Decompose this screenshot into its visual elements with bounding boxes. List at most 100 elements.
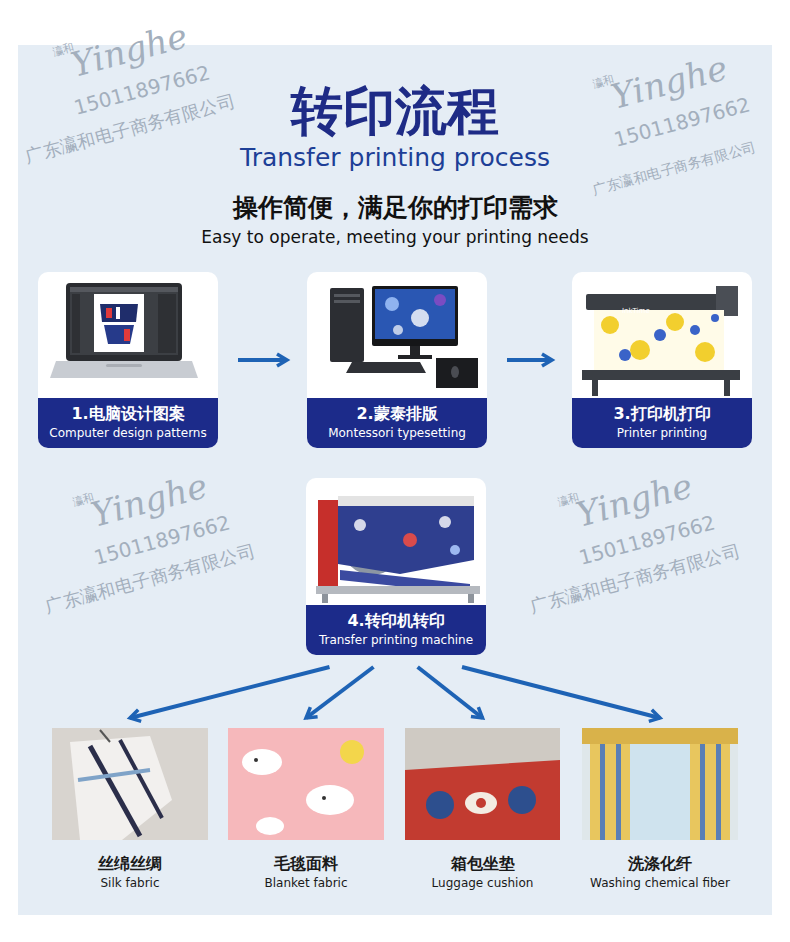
printer-picture-part bbox=[582, 370, 740, 380]
silk-picture-part bbox=[120, 740, 162, 818]
flow-arrow bbox=[418, 667, 483, 718]
transfer-machine-picture-part bbox=[354, 519, 366, 531]
step-title: 1.电脑设计图案 bbox=[71, 404, 184, 425]
transfer-machine-picture-part bbox=[338, 506, 474, 574]
step-title: 洗涤化纤 bbox=[582, 854, 738, 875]
picture-slot bbox=[228, 728, 384, 840]
rug-picture-part bbox=[476, 798, 486, 808]
transfer-machine-picture-part bbox=[468, 594, 474, 603]
desktop-pc-picture-part bbox=[436, 358, 478, 388]
desktop-pc-picture-part bbox=[375, 289, 455, 339]
brand-mark-text: InkTime bbox=[622, 307, 650, 315]
desktop-pc-picture-part bbox=[398, 355, 432, 359]
curtain-picture-part bbox=[590, 744, 630, 840]
blanket-picture-part bbox=[256, 817, 284, 835]
product-tile: 丝绵丝绸Silk fabric bbox=[52, 728, 208, 892]
caption-block: 毛毯面料Blanket fabric bbox=[228, 840, 384, 892]
desktop-pc-picture-part bbox=[330, 288, 364, 362]
laptop-picture bbox=[50, 283, 198, 378]
rug-picture-part bbox=[508, 786, 536, 814]
curtain-picture-part bbox=[600, 744, 605, 840]
laptop-picture-part bbox=[106, 364, 142, 367]
label-band: 4.转印机转印Transfer printing machine bbox=[306, 605, 486, 655]
transfer-machine-picture-part bbox=[439, 516, 451, 528]
printer-picture-part bbox=[711, 314, 719, 322]
rug-picture-part bbox=[405, 760, 560, 840]
transfer-machine-picture-part bbox=[403, 533, 417, 547]
desktop-pc-picture-part bbox=[372, 286, 458, 346]
step-subtitle: Computer design patterns bbox=[49, 425, 206, 442]
blanket-picture-part bbox=[228, 728, 384, 840]
step-subtitle: Silk fabric bbox=[52, 875, 208, 892]
desktop-pc-picture bbox=[330, 286, 478, 388]
curtain-picture bbox=[582, 728, 738, 840]
silk-picture-part bbox=[78, 770, 150, 780]
transfer-machine-picture-part bbox=[450, 545, 460, 555]
printer-picture-part bbox=[690, 325, 700, 335]
blanket-picture-part bbox=[306, 785, 354, 815]
desktop-pc-picture-part bbox=[434, 294, 446, 306]
step-subtitle: Washing chemical fiber bbox=[582, 875, 738, 892]
printer-picture-part bbox=[601, 316, 619, 334]
tagline: Easy to operate, meeting your printing n… bbox=[0, 227, 790, 247]
tagline: 操作简便，满足你的打印需求 bbox=[0, 193, 790, 223]
curtain-picture-part bbox=[630, 744, 690, 840]
label-band: 1.电脑设计图案Computer design patterns bbox=[38, 398, 218, 448]
step-subtitle: Blanket fabric bbox=[228, 875, 384, 892]
flow-arrow bbox=[238, 358, 287, 362]
process-card: 2.蒙泰排版Montessori typesetting bbox=[307, 272, 487, 448]
desktop-pc-picture-part bbox=[451, 366, 459, 378]
blanket-picture-part bbox=[242, 749, 282, 775]
desktop-pc-picture-part bbox=[346, 362, 426, 373]
step-subtitle: Montessori typesetting bbox=[328, 425, 466, 442]
curtain-picture-part bbox=[716, 744, 721, 840]
step-title: 丝绵丝绸 bbox=[52, 854, 208, 875]
caption-block: 箱包坐垫Luggage cushion bbox=[405, 840, 560, 892]
desktop-pc-picture-part bbox=[334, 300, 360, 303]
blanket-picture bbox=[228, 728, 384, 840]
label-band: 2.蒙泰排版Montessori typesetting bbox=[307, 398, 487, 448]
printer-picture-part bbox=[594, 310, 724, 372]
desktop-pc-picture-part bbox=[393, 325, 403, 335]
desktop-pc-picture-part bbox=[334, 294, 360, 297]
step-title: 箱包坐垫 bbox=[405, 854, 560, 875]
rug-picture-part bbox=[426, 791, 454, 819]
rug-picture-part bbox=[465, 792, 497, 814]
laptop-picture-part bbox=[70, 287, 178, 355]
laptop-picture-part bbox=[66, 283, 182, 361]
printer-picture bbox=[582, 286, 740, 396]
flow-arrow bbox=[130, 667, 330, 718]
printer-picture-part bbox=[695, 342, 715, 362]
rug-picture bbox=[405, 728, 560, 840]
transfer-machine-picture-part bbox=[322, 594, 328, 603]
silk-picture-part bbox=[100, 730, 110, 742]
subtitle-text: Transfer printing process bbox=[240, 143, 550, 172]
transfer-machine-picture-part bbox=[316, 586, 480, 594]
silk-picture bbox=[52, 728, 208, 840]
tagline-text: Easy to operate, meeting your printing n… bbox=[201, 227, 588, 247]
title: 转印流程 bbox=[291, 81, 499, 141]
laptop-picture-part bbox=[158, 294, 176, 353]
step-title: 4.转印机转印 bbox=[347, 611, 444, 632]
card-grounds-part bbox=[38, 272, 218, 448]
desktop-pc-picture-part bbox=[385, 297, 399, 311]
flow-arrow bbox=[462, 667, 660, 718]
desktop-pc-picture-part bbox=[411, 309, 429, 327]
picture-slot bbox=[405, 728, 560, 840]
laptop-picture-part bbox=[106, 308, 112, 318]
picture-slot bbox=[52, 728, 208, 840]
process-card: 4.转印机转印Transfer printing machine bbox=[306, 478, 486, 655]
laptop-picture-part bbox=[94, 294, 144, 352]
panel-ground bbox=[18, 45, 772, 915]
printer-picture-part bbox=[630, 340, 650, 360]
printer-picture-part bbox=[666, 313, 684, 331]
step-subtitle: Printer printing bbox=[617, 425, 708, 442]
transfer-machine-picture-part bbox=[338, 496, 474, 506]
transfer-machine-picture bbox=[316, 496, 480, 603]
desktop-pc-picture-part bbox=[410, 346, 420, 356]
silk-picture-part bbox=[70, 736, 172, 840]
transfer-machine-picture-part bbox=[318, 500, 338, 586]
curtain-picture-part bbox=[690, 744, 730, 840]
silk-picture-part bbox=[52, 728, 208, 840]
